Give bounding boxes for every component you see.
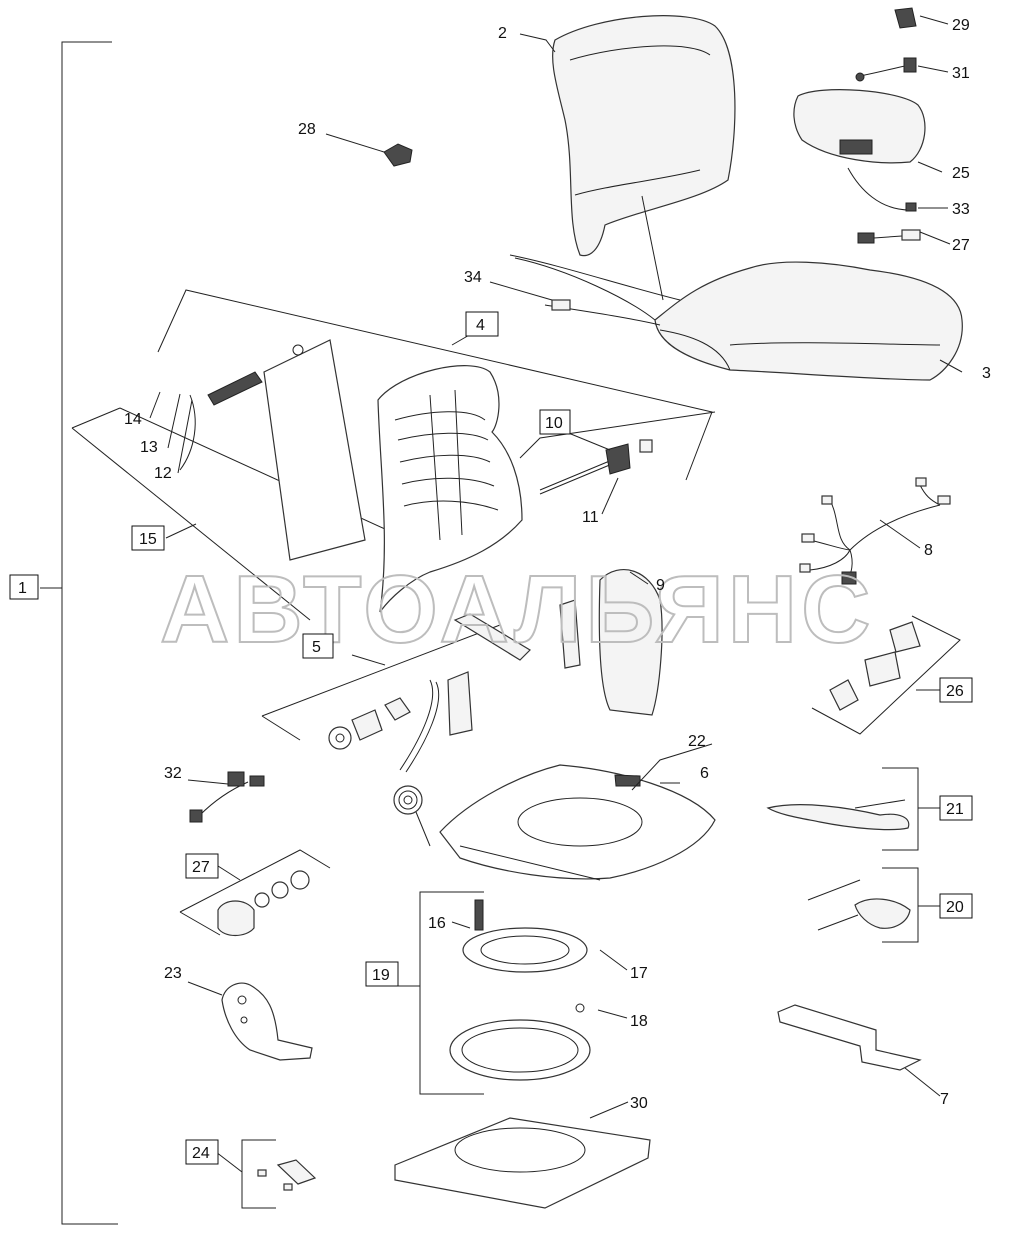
lumbar-adjuster [519, 411, 716, 495]
lever-assembly-20 [807, 867, 919, 943]
assembly-bracket-24 [241, 1139, 317, 1209]
callout-17: 17 [630, 965, 648, 982]
callout-4: 4 [476, 317, 485, 334]
callout-8: 8 [924, 542, 933, 559]
callout-2: 2 [498, 25, 507, 42]
callout-21: 21 [946, 801, 964, 818]
bracket-part-23 [221, 982, 313, 1061]
bumper-assembly-27 [179, 849, 331, 937]
callout-28: 28 [298, 121, 316, 138]
boxed-callouts: 1 4 10 15 5 26 21 20 27 19 24 [9, 311, 973, 1165]
seat-base-frame [439, 764, 716, 881]
callout-27-upper: 27 [952, 237, 970, 254]
callout-6: 6 [700, 765, 709, 782]
assembly-bracket-26 [811, 615, 961, 735]
callout-20: 20 [946, 899, 964, 916]
callout-14: 14 [124, 411, 142, 428]
plain-callouts: 2 3 6 7 8 9 11 12 13 14 16 17 18 22 23 2… [124, 17, 991, 1112]
cable-part-31 [855, 57, 917, 82]
callout-26: 26 [946, 683, 964, 700]
back-frame [377, 365, 523, 613]
base-plate [394, 1117, 651, 1209]
wiring-harness [799, 477, 951, 585]
switch-part-28 [383, 143, 413, 167]
seat-cushion [509, 254, 963, 381]
callout-34: 34 [464, 269, 482, 286]
back-plate [179, 339, 366, 561]
callout-22: 22 [688, 733, 706, 750]
callout-24: 24 [192, 1145, 210, 1162]
callout-11: 11 [582, 509, 599, 526]
callout-29: 29 [952, 17, 970, 34]
callout-27-lower: 27 [192, 859, 210, 876]
callout-13: 13 [140, 439, 158, 456]
callout-19: 19 [372, 967, 390, 984]
callout-7: 7 [940, 1091, 949, 1108]
callout-5: 5 [312, 639, 321, 656]
swivel-assembly-19 [419, 891, 591, 1095]
callout-3: 3 [982, 365, 991, 382]
bracket-part-7 [777, 1004, 922, 1071]
assembly-bracket-4 [71, 289, 713, 621]
callout-25: 25 [952, 165, 970, 182]
callout-32: 32 [164, 765, 182, 782]
cable-part-32 [189, 771, 265, 823]
callout-9: 9 [656, 577, 665, 594]
backrest-cushion [552, 15, 736, 301]
sensor-part-33 [905, 202, 917, 212]
lever-assembly-21 [766, 767, 919, 851]
switch-part-29 [894, 7, 917, 29]
connector-part-27-top [857, 229, 921, 244]
callout-23: 23 [164, 965, 182, 982]
callout-33: 33 [952, 201, 970, 218]
callout-16: 16 [428, 915, 446, 932]
callout-31: 31 [952, 65, 970, 82]
watermark-text: АВТОАЛЬЯНС [160, 556, 874, 663]
callout-15: 15 [139, 531, 157, 548]
callout-10: 10 [545, 415, 563, 432]
callout-18: 18 [630, 1013, 648, 1030]
callout-30: 30 [630, 1095, 648, 1112]
armrest [793, 89, 926, 211]
leader-lines [149, 15, 963, 1173]
assembly-bracket-1 [40, 41, 118, 1225]
recline-mechanism [261, 569, 663, 773]
callout-12: 12 [154, 465, 172, 482]
callout-1: 1 [18, 580, 27, 597]
torsion-spring [393, 785, 431, 847]
